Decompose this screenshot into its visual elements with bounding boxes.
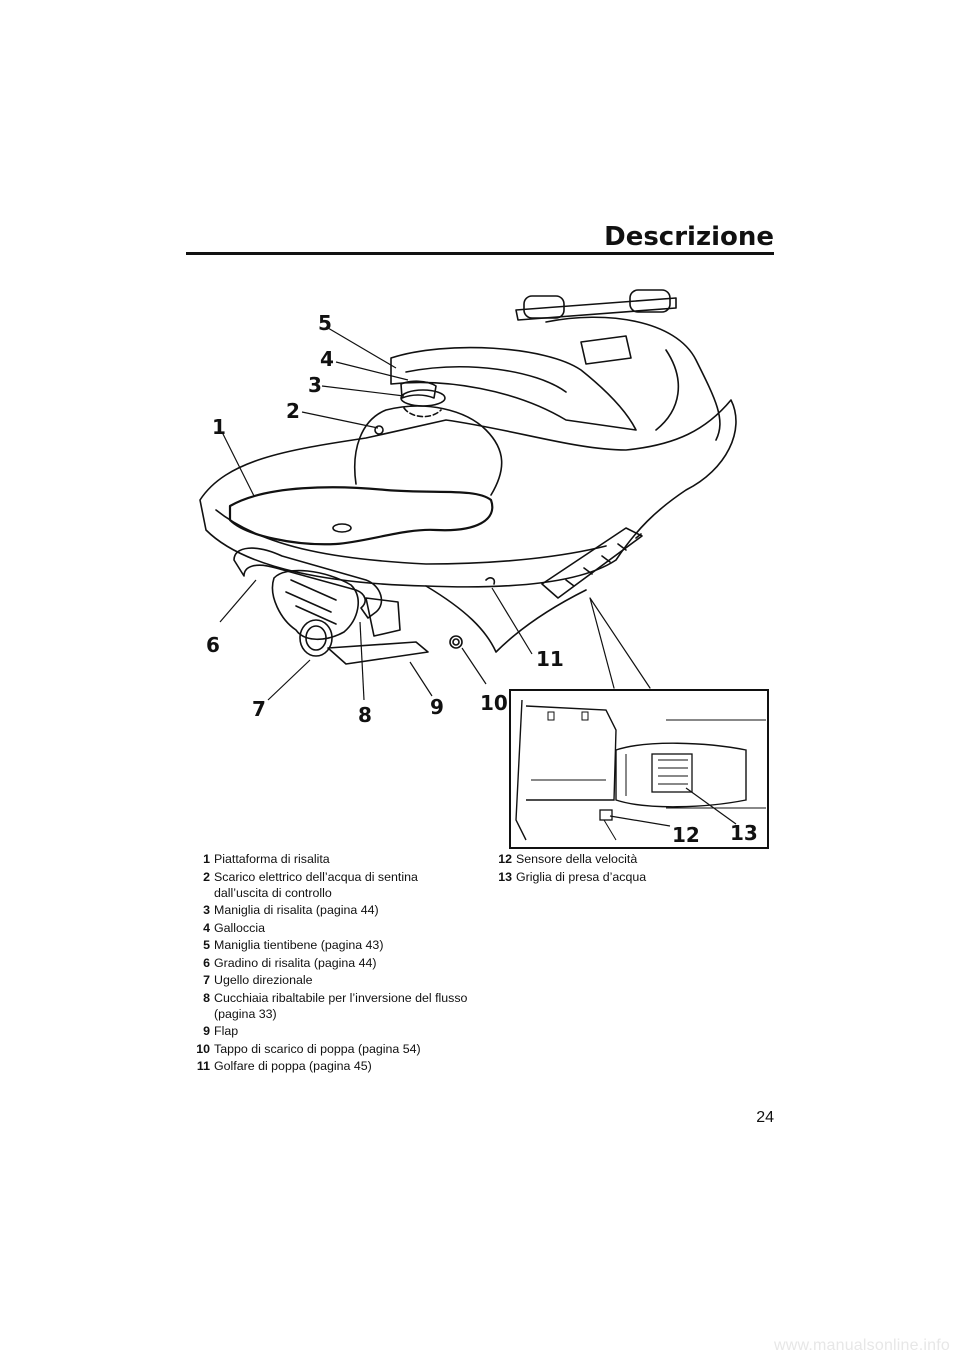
legend-number: 6 xyxy=(203,955,210,970)
legend-text: Galloccia xyxy=(214,920,265,935)
callout-13: 13 xyxy=(730,821,758,845)
legend-number: 3 xyxy=(203,903,210,917)
title-rule xyxy=(186,252,774,255)
legend-text: Gradino di risalita (pagina 44) xyxy=(214,955,377,970)
legend-number: 10 xyxy=(196,1041,210,1056)
legend-text: Ugello direzionale xyxy=(214,973,313,987)
legend-text: Scarico elettrico dell’acqua di sentina … xyxy=(214,869,418,900)
legend-left: 1 Piattaforma di risalita 2 Scarico elettr… xyxy=(186,851,472,1076)
legend-item: 5 Maniglia tientibene (pagina 43) xyxy=(186,937,472,953)
legend-item: 1 Piattaforma di risalita xyxy=(186,851,472,867)
callout-12: 12 xyxy=(672,823,700,847)
footer-watermark-bar: www.manualsonline.info xyxy=(0,1334,960,1358)
legend-text: Piattaforma di risalita xyxy=(214,852,330,866)
legend-item: 13 Griglia di presa d’acqua xyxy=(488,869,774,885)
callout-5: 5 xyxy=(318,311,332,335)
legend-number: 11 xyxy=(196,1059,210,1073)
legend-item: 2 Scarico elettrico dell’acqua di sentina… xyxy=(186,869,472,901)
callout-1: 1 xyxy=(212,415,226,439)
legend-item: 9 Flap xyxy=(186,1023,472,1039)
legend-text: Sensore della velocità xyxy=(516,852,638,866)
callout-8: 8 xyxy=(358,703,372,727)
legend-number: 4 xyxy=(203,920,210,935)
legend-text: Maniglia di risalita (pagina 44) xyxy=(214,903,379,917)
legend-text: Maniglia tientibene (pagina 43) xyxy=(214,938,384,952)
callout-11: 11 xyxy=(536,647,564,671)
callout-3: 3 xyxy=(308,373,322,397)
reboarding-step xyxy=(233,547,383,619)
callout-7: 7 xyxy=(252,697,266,721)
legend-text: Golfare di poppa (pagina 45) xyxy=(214,1059,372,1073)
legend-item: 8 Cucchiaia ribaltabile per l’inversione … xyxy=(186,990,472,1022)
legend-item: 6 Gradino di risalita (pagina 44) xyxy=(186,955,472,971)
callout-6: 6 xyxy=(206,633,220,657)
legend-item: 3 Maniglia di risalita (pagina 44) xyxy=(186,902,472,918)
legend-number: 9 xyxy=(203,1024,210,1038)
legend-right: 12 Sensore della velocità 13 Griglia di pr… xyxy=(488,851,774,886)
callout-9: 9 xyxy=(430,695,444,719)
legend-number: 2 xyxy=(203,869,210,884)
callout-4: 4 xyxy=(320,347,334,371)
legend-number: 13 xyxy=(498,869,512,884)
callout-2: 2 xyxy=(286,399,300,423)
legend-number: 12 xyxy=(498,852,512,866)
watercraft-illustration: 1 2 3 4 5 6 7 8 9 10 11 12 13 xyxy=(199,289,769,849)
callout-10: 10 xyxy=(480,691,508,715)
boarding-platform xyxy=(228,486,494,546)
page-number: 24 xyxy=(756,1109,774,1126)
legend-text: Griglia di presa d’acqua xyxy=(516,869,647,884)
inset-detail xyxy=(509,689,769,849)
seat xyxy=(390,346,637,431)
legend-item: 12 Sensore della velocità xyxy=(488,851,774,867)
legend-item: 10 Tappo di scarico di poppa (pagina 54) xyxy=(186,1041,472,1057)
legend-text: Cucchiaia ribaltabile per l’inversione d… xyxy=(214,990,468,1021)
legend-item: 11 Golfare di poppa (pagina 45) xyxy=(186,1058,472,1074)
legend-text: Flap xyxy=(214,1024,239,1038)
legend-number: 5 xyxy=(203,938,210,952)
legend-number: 8 xyxy=(203,990,210,1005)
page-title: Descrizione xyxy=(604,222,774,252)
watermark-text[interactable]: www.manualsonline.info xyxy=(773,1337,950,1354)
legend-text: Tappo di scarico di poppa (pagina 54) xyxy=(214,1041,421,1056)
legend-item: 4 Galloccia xyxy=(186,920,472,936)
jet-nozzle xyxy=(271,569,359,641)
legend-number: 1 xyxy=(203,852,210,866)
handlebar xyxy=(515,297,677,321)
legend-number: 7 xyxy=(203,973,210,987)
legend-item: 7 Ugello direzionale xyxy=(186,972,472,988)
